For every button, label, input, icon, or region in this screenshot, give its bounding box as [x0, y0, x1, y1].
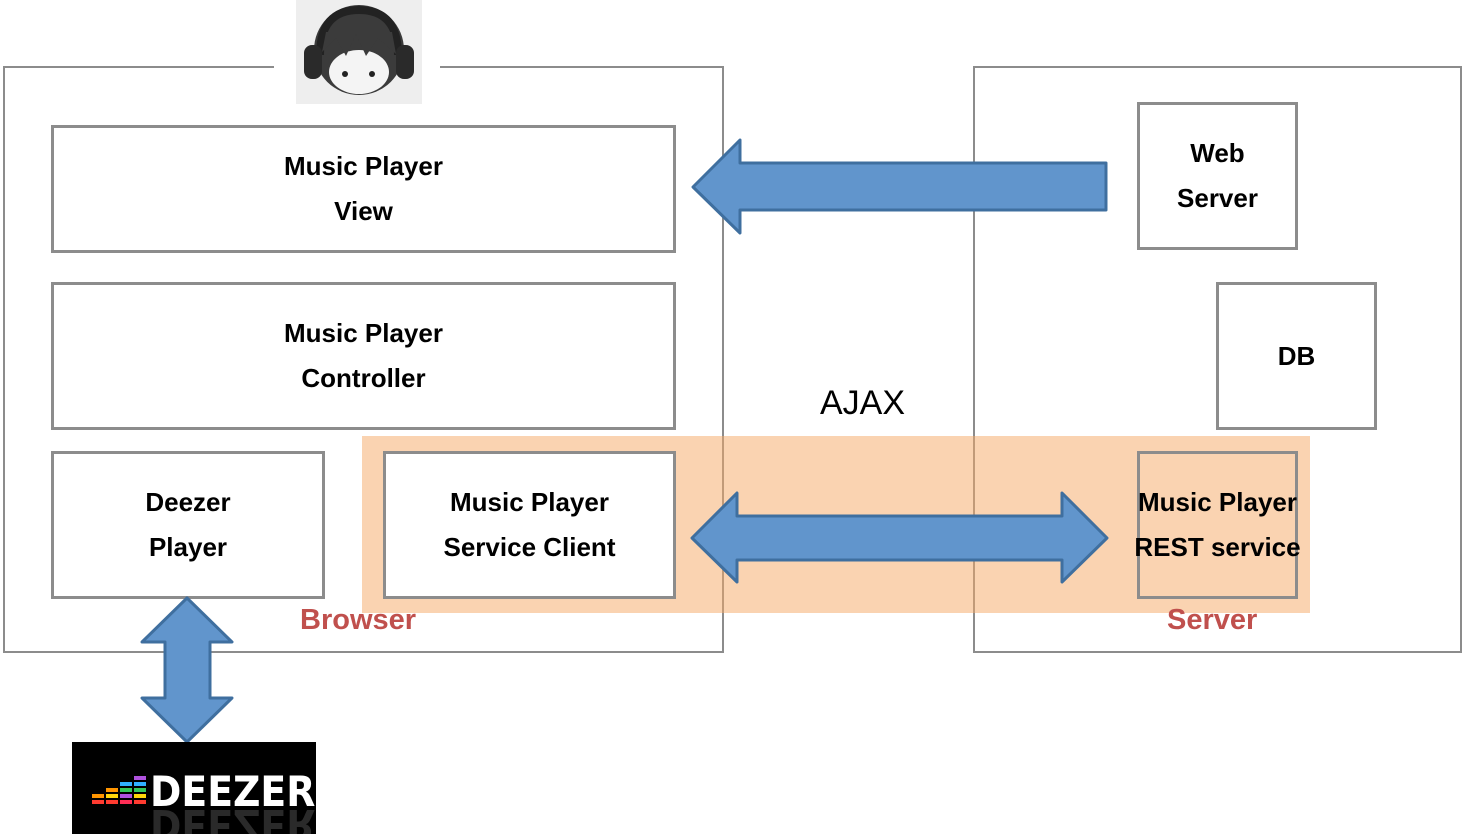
- browser-label: Browser: [300, 604, 417, 636]
- deezer-vertical-arrow: [140, 596, 234, 744]
- music-player-view-box: Music Player View: [51, 125, 676, 253]
- ajax-double-arrow: [690, 491, 1109, 584]
- deezer-player-box: Deezer Player: [51, 451, 325, 599]
- deezer-logo-reflection: DEEZER: [150, 800, 315, 834]
- service-client-line-2: Service Client: [443, 532, 616, 562]
- web-server-line-2: Server: [1177, 183, 1258, 213]
- music-player-controller-box: Music Player Controller: [51, 282, 676, 430]
- deezer-player-line-1: Deezer: [145, 487, 231, 517]
- web-to-view-arrow: [691, 138, 1108, 235]
- service-client-line-1: Music Player: [450, 487, 609, 517]
- service-client-box: Music Player Service Client: [383, 451, 676, 599]
- rest-service-line-1: Music Player: [1138, 487, 1297, 517]
- rest-service-line-2: REST service: [1134, 532, 1301, 562]
- server-container: [973, 66, 1462, 653]
- deezer-player-line-2: Player: [148, 532, 228, 562]
- ajax-label: AJAX: [820, 384, 906, 422]
- deezer-logo: DEEZER DEEZER: [72, 742, 316, 834]
- view-box-line-1: Music Player: [284, 151, 443, 181]
- web-server-box: Web Server: [1137, 102, 1298, 250]
- rest-service-box: Music Player REST service: [1134, 451, 1301, 599]
- view-box-line-2: View: [334, 196, 393, 226]
- controller-box-line-2: Controller: [301, 363, 426, 393]
- db-box: DB: [1216, 282, 1377, 430]
- db-label: DB: [1277, 340, 1316, 371]
- web-server-line-1: Web: [1190, 138, 1245, 168]
- server-label: Server: [1167, 604, 1258, 636]
- deezer-logo-text: DEEZER: [150, 767, 315, 816]
- headphones-avatar-icon: [296, 0, 422, 104]
- controller-box-line-1: Music Player: [284, 318, 443, 348]
